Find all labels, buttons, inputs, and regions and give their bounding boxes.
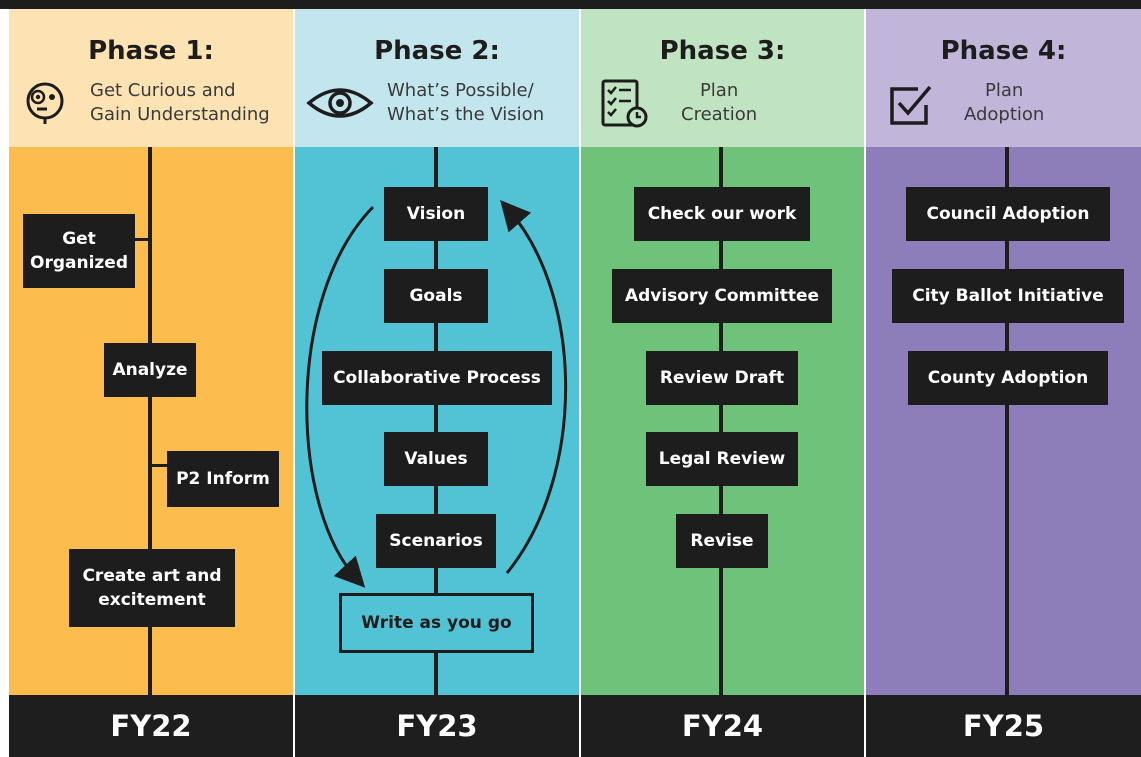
step-scenarios-label: Scenarios bbox=[389, 531, 483, 551]
step-values: Values bbox=[384, 432, 488, 486]
phase-4-subtitle: Plan Adoption bbox=[964, 79, 1044, 127]
step-analyze: Analyze bbox=[104, 343, 196, 397]
step-create-art: Create art and excitement bbox=[69, 549, 235, 627]
phase-2-timeline bbox=[434, 147, 438, 695]
fiscal-year-fy22: FY22 bbox=[110, 709, 192, 743]
step-review-draft-label: Review Draft bbox=[659, 368, 785, 388]
step-write-as-you-go-label: Write as you go bbox=[361, 613, 512, 633]
phase-3-header: Phase 3: Plan Creation bbox=[581, 9, 864, 147]
phase-2-footer: FY23 bbox=[295, 695, 579, 757]
step-legal-review: Legal Review bbox=[646, 432, 798, 486]
step-get-organized: Get Organized bbox=[23, 214, 135, 288]
step-values-label: Values bbox=[404, 449, 468, 469]
phase-4-body: Council Adoption City Ballot Initiative … bbox=[866, 147, 1141, 695]
step-city-ballot-initiative-label: City Ballot Initiative bbox=[912, 286, 1104, 306]
connector bbox=[150, 464, 170, 467]
phase-1-timeline bbox=[148, 147, 152, 695]
phase-3-title: Phase 3: bbox=[659, 36, 786, 66]
step-county-adoption: County Adoption bbox=[908, 351, 1108, 405]
phase-2-subtitle: What’s Possible/ What’s the Vision bbox=[387, 79, 544, 127]
phase-3-column: Phase 3: Plan Creation Check our work Ad… bbox=[581, 9, 864, 757]
phase-1-body: Get Organized Analyze P2 Inform Create a… bbox=[9, 147, 293, 695]
top-border bbox=[0, 0, 1141, 9]
step-city-ballot-initiative: City Ballot Initiative bbox=[892, 269, 1124, 323]
phase-3-subtitle-line2: Creation bbox=[681, 104, 758, 125]
step-revise: Revise bbox=[676, 514, 768, 568]
connector bbox=[133, 238, 150, 241]
step-vision-label: Vision bbox=[406, 204, 466, 224]
step-p2-inform-label: P2 Inform bbox=[176, 469, 270, 489]
step-scenarios: Scenarios bbox=[376, 514, 496, 568]
checkbox-check-icon bbox=[890, 85, 932, 125]
phase-2-column: Phase 2: What’s Possible/ What’s the Vis… bbox=[295, 9, 579, 757]
step-county-adoption-label: County Adoption bbox=[927, 368, 1089, 388]
phase-1-column: Phase 1: Get Curious and Gain Understand… bbox=[9, 9, 293, 757]
phase-1-title: Phase 1: bbox=[88, 36, 214, 66]
phase-1-footer: FY22 bbox=[9, 695, 293, 757]
step-check-our-work: Check our work bbox=[634, 187, 810, 241]
cycle-arrows bbox=[305, 199, 568, 588]
phase-1-subtitle-line1: Get Curious and bbox=[90, 80, 236, 101]
phase-1-header: Phase 1: Get Curious and Gain Understand… bbox=[9, 9, 293, 147]
curious-face-icon bbox=[26, 82, 64, 124]
phase-2-header: Phase 2: What’s Possible/ What’s the Vis… bbox=[295, 9, 579, 147]
phase-3-footer: FY24 bbox=[581, 695, 864, 757]
step-legal-review-label: Legal Review bbox=[658, 449, 786, 469]
step-p2-inform: P2 Inform bbox=[167, 451, 279, 507]
phase-2-subtitle-line1: What’s Possible/ bbox=[387, 80, 534, 101]
step-create-art-line2: excitement bbox=[98, 590, 206, 610]
phase-3-subtitle-line1: Plan bbox=[699, 80, 739, 101]
checklist-clock-icon bbox=[601, 79, 648, 128]
step-revise-label: Revise bbox=[690, 531, 754, 551]
phase-4-subtitle-line1: Plan bbox=[985, 80, 1024, 101]
step-collaborative-process: Collaborative Process bbox=[322, 351, 552, 405]
fiscal-year-fy24: FY24 bbox=[681, 709, 764, 743]
phase-4-footer: FY25 bbox=[866, 695, 1141, 757]
step-goals-label: Goals bbox=[409, 286, 463, 306]
step-goals: Goals bbox=[384, 269, 488, 323]
phase-2-title: Phase 2: bbox=[374, 36, 500, 66]
step-review-draft: Review Draft bbox=[646, 351, 798, 405]
step-create-art-line1: Create art and bbox=[82, 566, 222, 586]
step-get-organized-line2: Organized bbox=[30, 253, 128, 273]
step-council-adoption: Council Adoption bbox=[906, 187, 1110, 241]
step-advisory-committee-label: Advisory Committee bbox=[624, 286, 820, 306]
phase-1-subtitle-line2: Gain Understanding bbox=[90, 104, 270, 125]
fiscal-year-fy25: FY25 bbox=[962, 709, 1045, 743]
step-advisory-committee: Advisory Committee bbox=[612, 269, 832, 323]
phase-3-body: Check our work Advisory Committee Review… bbox=[581, 147, 864, 695]
step-get-organized-line1: Get bbox=[62, 229, 96, 249]
phase-4-subtitle-line2: Adoption bbox=[964, 104, 1045, 125]
phase-4-timeline bbox=[1005, 147, 1009, 695]
eye-icon bbox=[306, 88, 374, 118]
step-check-our-work-label: Check our work bbox=[647, 204, 797, 224]
phase-4-column: Phase 4: Plan Adoption Council Adoption … bbox=[866, 9, 1141, 757]
step-write-as-you-go: Write as you go bbox=[339, 593, 534, 653]
phase-2-body: Vision Goals Collaborative Process Value… bbox=[295, 147, 579, 695]
step-collaborative-process-label: Collaborative Process bbox=[333, 368, 541, 388]
phase-3-subtitle: Plan Creation bbox=[681, 79, 757, 127]
phase-4-title: Phase 4: bbox=[940, 36, 1067, 66]
step-analyze-label: Analyze bbox=[112, 360, 188, 380]
phase-3-timeline bbox=[719, 147, 723, 695]
step-council-adoption-label: Council Adoption bbox=[926, 204, 1090, 224]
step-vision: Vision bbox=[384, 187, 488, 241]
fiscal-year-fy23: FY23 bbox=[396, 709, 478, 743]
phase-2-subtitle-line2: What’s the Vision bbox=[387, 104, 545, 125]
phase-4-header: Phase 4: Plan Adoption bbox=[866, 9, 1141, 147]
phase-1-subtitle: Get Curious and Gain Understanding bbox=[90, 79, 270, 127]
